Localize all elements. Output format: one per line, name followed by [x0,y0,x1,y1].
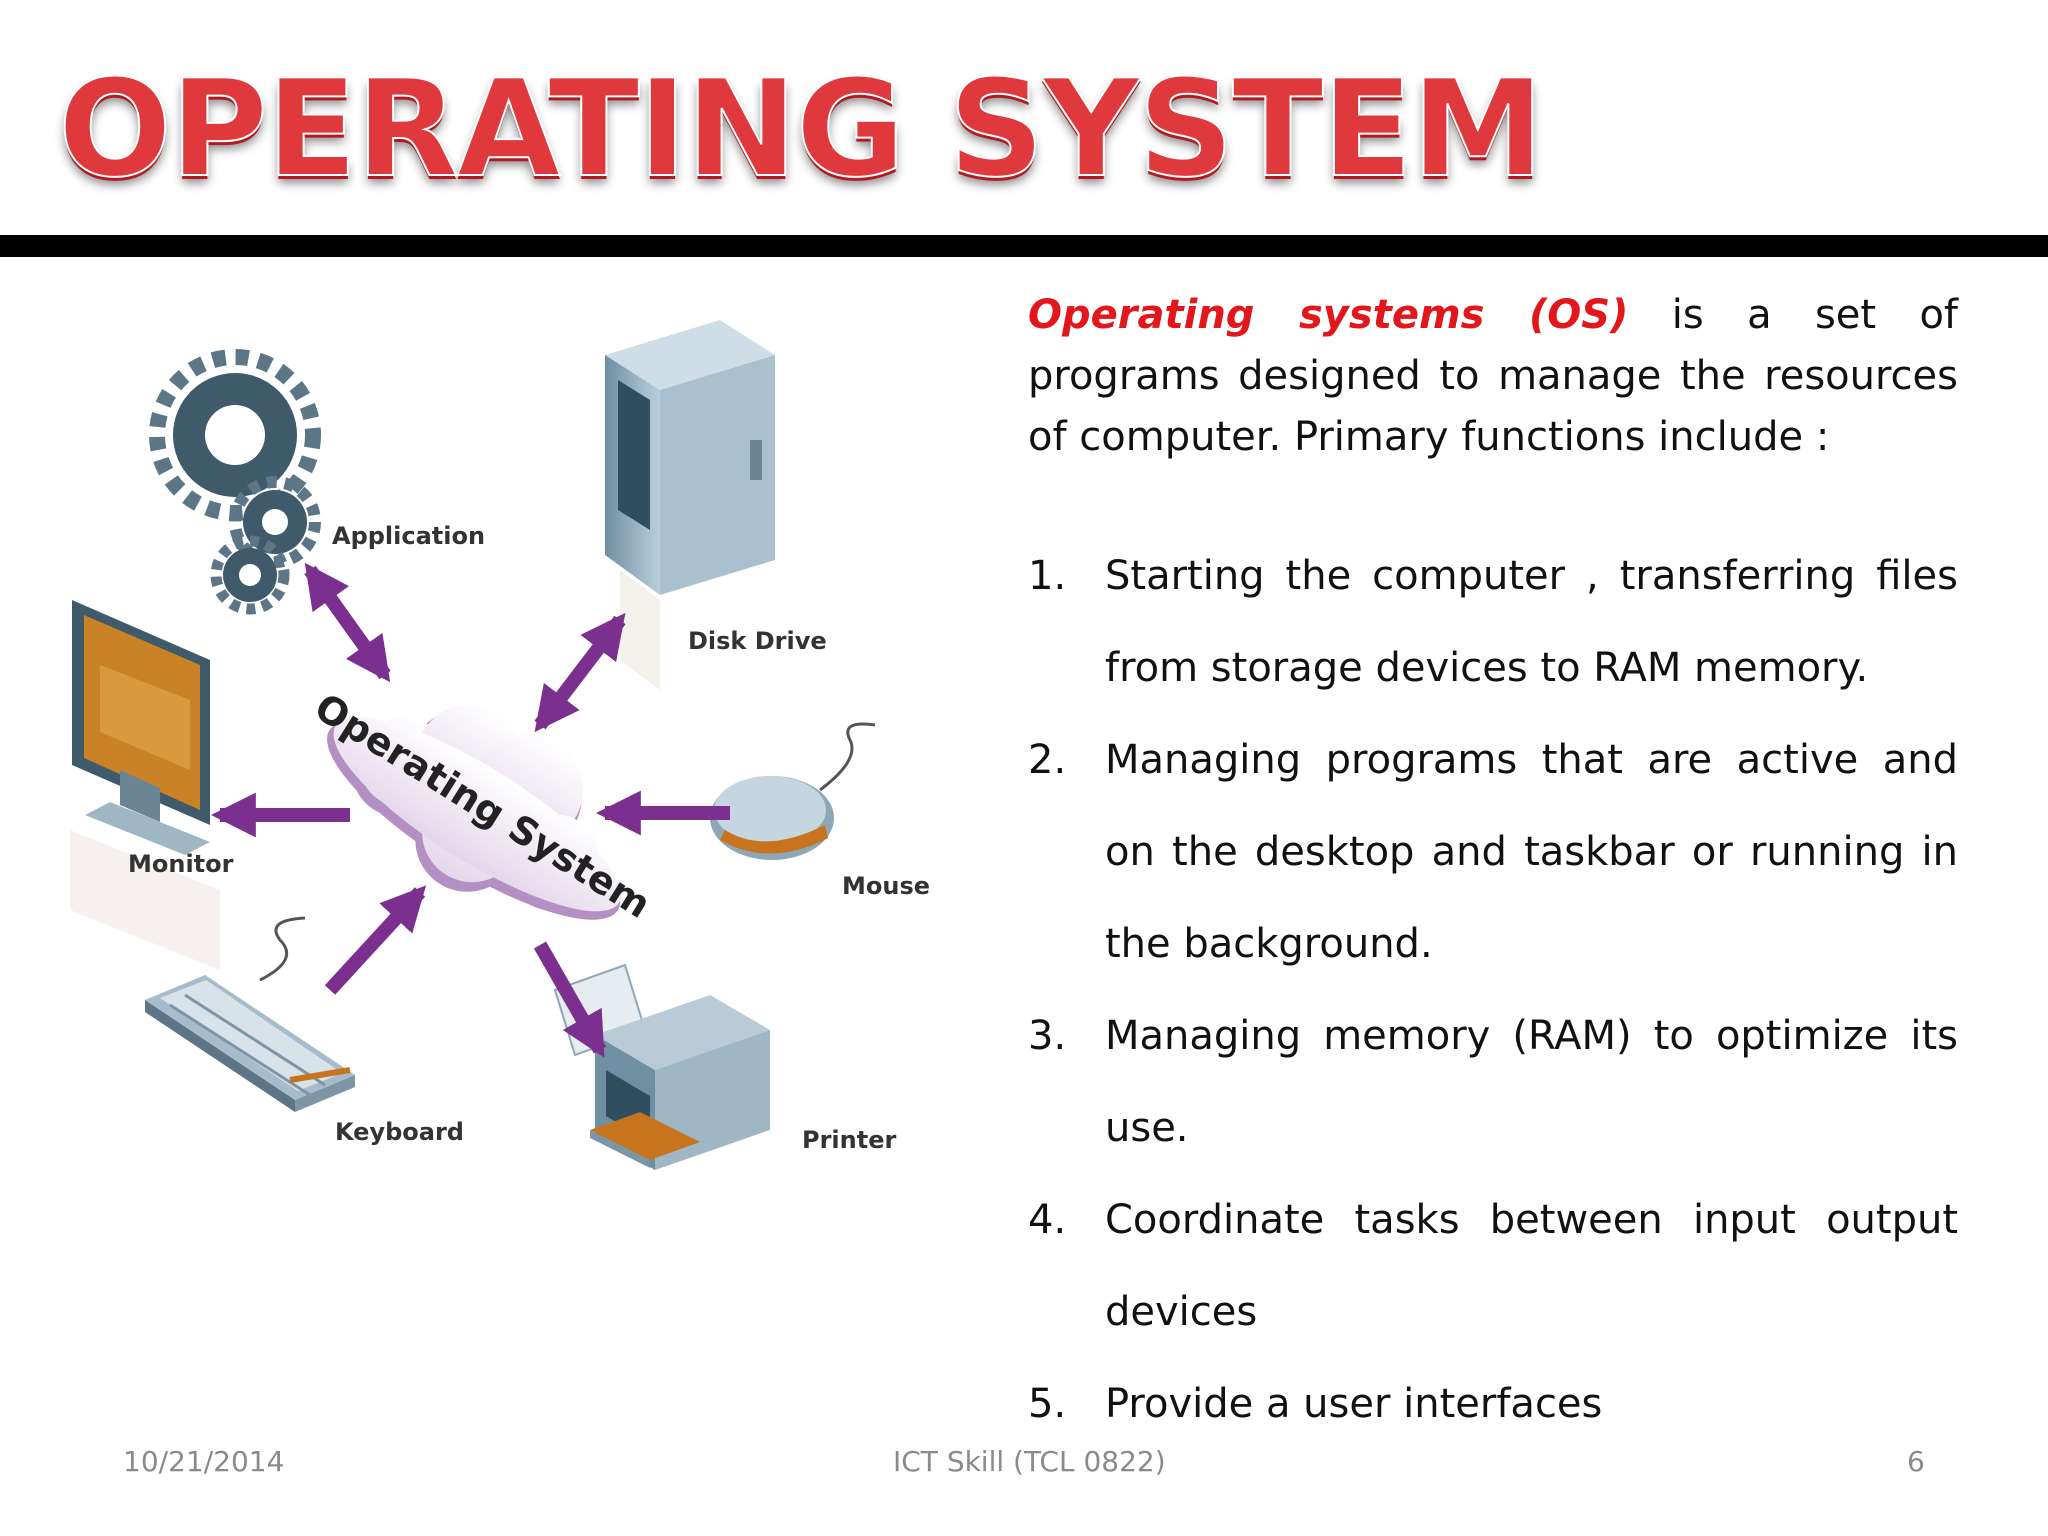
list-item: 5. Provide a user interfaces [1028,1358,1958,1450]
connection-arrows [211,562,730,1058]
item-text: Managing programs that are active and on… [1105,737,1958,967]
list-item: 1. Starting the computer , transferring f… [1028,530,1958,714]
label-mouse: Mouse [842,872,931,900]
content-text: Operating systems (OS) is a set of progr… [1028,285,1958,1450]
label-keyboard: Keyboard [335,1118,464,1146]
item-text: Managing memory (RAM) to optimize its us… [1105,1013,1958,1151]
intro-rest: is a set of programs designed to manage … [1028,292,1958,460]
item-number: 2. [1028,737,1067,783]
title-divider [0,235,2048,257]
item-text: Provide a user interfaces [1105,1381,1603,1427]
functions-list: 1. Starting the computer , transferring f… [1028,530,1958,1450]
mouse-icon [710,722,876,860]
item-text: Starting the computer , transferring fil… [1105,553,1958,691]
list-item: 4. Coordinate tasks between input output … [1028,1174,1958,1358]
item-number: 1. [1028,553,1067,599]
item-text: Coordinate tasks between input output de… [1105,1197,1958,1335]
printer-icon [553,963,770,1170]
list-item: 3. Managing memory (RAM) to optimize its … [1028,990,1958,1174]
os-diagram-graphic: Operating System [70,320,876,1170]
footer-date: 10/21/2014 [123,1445,285,1478]
label-monitor: Monitor [128,850,234,878]
os-term: Operating systems (OS) [1028,292,1629,338]
os-diagram: Operating System Application Disk Drive … [60,270,960,1270]
cloud-icon: Operating System [307,685,658,927]
footer-page-number: 6 [1907,1445,1925,1478]
monitor-icon [70,600,220,970]
slide-title: OPERATING SYSTEM [57,51,1546,207]
footer-course: ICT Skill (TCL 0822) [893,1445,1166,1478]
item-number: 3. [1028,1013,1067,1059]
label-printer: Printer [802,1126,897,1154]
disk-drive-icon [605,320,775,690]
gears-icon [149,349,321,615]
item-number: 5. [1028,1381,1067,1427]
label-disk-drive: Disk Drive [688,627,827,655]
keyboard-icon [145,916,355,1112]
list-item: 2. Managing programs that are active and … [1028,714,1958,990]
item-number: 4. [1028,1197,1067,1243]
label-application: Application [332,522,486,550]
intro-paragraph: Operating systems (OS) is a set of progr… [1028,285,1958,468]
